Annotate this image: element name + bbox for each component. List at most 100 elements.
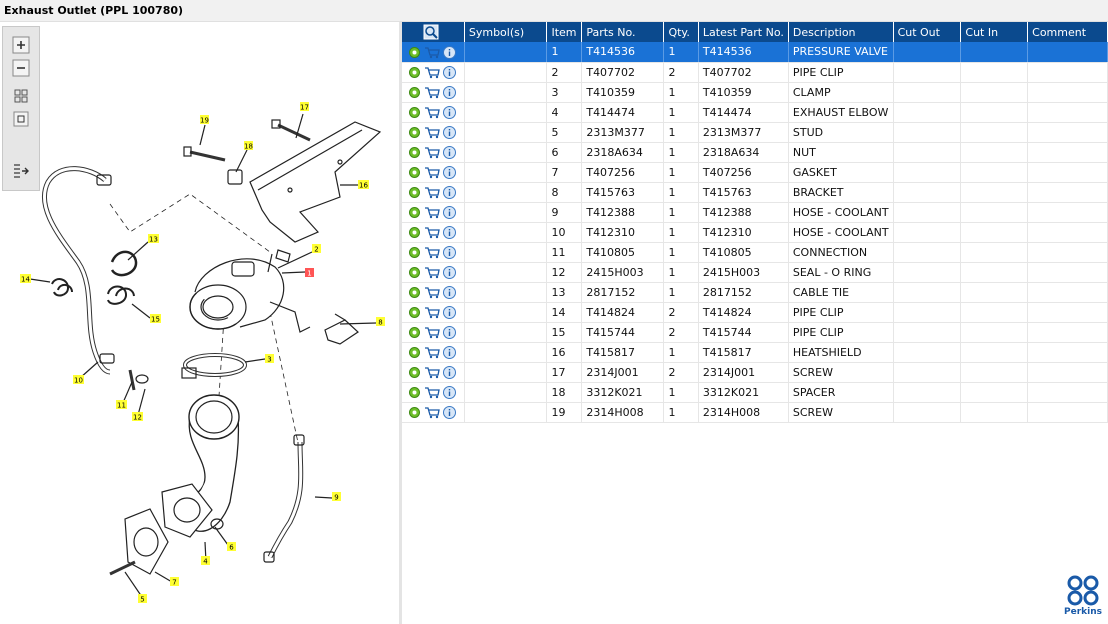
add-to-cart-icon[interactable]	[424, 266, 440, 279]
info-icon[interactable]	[443, 85, 456, 99]
info-icon[interactable]	[443, 125, 456, 139]
magnifier-icon[interactable]	[423, 24, 439, 40]
actual-size-icon[interactable]	[12, 110, 30, 128]
settings-gear-icon[interactable]	[408, 146, 421, 159]
info-icon[interactable]	[443, 405, 456, 419]
exploded-diagram[interactable]: 17 19 18 16 2 1 13 14 15 8 3 10 11 12 9 …	[0, 22, 399, 624]
add-to-cart-icon[interactable]	[424, 306, 440, 319]
info-icon[interactable]	[443, 245, 456, 259]
toggle-list-icon[interactable]	[12, 162, 30, 180]
info-icon[interactable]	[443, 385, 456, 399]
settings-gear-icon[interactable]	[408, 206, 421, 219]
info-icon[interactable]	[443, 105, 456, 119]
add-to-cart-icon[interactable]	[424, 286, 440, 299]
column-header-latest-part-no[interactable]: Latest Part No.	[698, 22, 789, 42]
info-icon[interactable]	[443, 285, 456, 299]
info-icon[interactable]	[443, 325, 456, 339]
info-icon[interactable]	[443, 185, 456, 199]
add-to-cart-icon[interactable]	[424, 106, 440, 119]
column-header-parts-no[interactable]: Parts No.	[581, 22, 665, 42]
info-icon[interactable]	[443, 205, 456, 219]
settings-gear-icon[interactable]	[408, 346, 421, 359]
info-icon[interactable]	[443, 305, 456, 319]
settings-gear-icon[interactable]	[408, 366, 421, 379]
info-icon[interactable]	[443, 345, 456, 359]
settings-gear-icon[interactable]	[408, 386, 421, 399]
add-to-cart-icon[interactable]	[424, 226, 440, 239]
add-to-cart-icon[interactable]	[424, 346, 440, 359]
settings-gear-icon[interactable]	[408, 286, 421, 299]
column-header-cut-out[interactable]: Cut Out	[893, 22, 962, 42]
settings-gear-icon[interactable]	[408, 266, 421, 279]
add-to-cart-icon[interactable]	[424, 66, 440, 79]
settings-gear-icon[interactable]	[408, 306, 421, 319]
info-icon[interactable]	[443, 45, 456, 59]
settings-gear-icon[interactable]	[408, 246, 421, 259]
settings-gear-icon[interactable]	[408, 166, 421, 179]
add-to-cart-icon[interactable]	[424, 246, 440, 259]
add-to-cart-icon[interactable]	[424, 366, 440, 379]
add-to-cart-icon[interactable]	[424, 406, 440, 419]
info-icon[interactable]	[443, 165, 456, 179]
cell-comment	[1027, 62, 1108, 83]
cell-parts-no: T407702	[581, 62, 665, 83]
settings-gear-icon[interactable]	[408, 106, 421, 119]
add-to-cart-icon[interactable]	[424, 326, 440, 339]
info-icon[interactable]	[443, 65, 456, 79]
add-to-cart-icon[interactable]	[424, 166, 440, 179]
cell-cut-out	[893, 42, 962, 63]
settings-gear-icon[interactable]	[408, 226, 421, 239]
add-to-cart-icon[interactable]	[424, 86, 440, 99]
zoom-in-icon[interactable]	[12, 36, 30, 54]
settings-gear-icon[interactable]	[408, 126, 421, 139]
info-icon[interactable]	[443, 145, 456, 159]
column-header-comment[interactable]: Comment	[1027, 22, 1108, 42]
fit-window-icon[interactable]	[12, 87, 30, 105]
cell-item: 6	[546, 142, 583, 163]
add-to-cart-icon[interactable]	[424, 386, 440, 399]
info-icon[interactable]	[443, 265, 456, 279]
add-to-cart-icon[interactable]	[424, 146, 440, 159]
info-icon[interactable]	[443, 225, 456, 239]
settings-gear-icon[interactable]	[408, 406, 421, 419]
column-header-cut-in[interactable]: Cut In	[960, 22, 1029, 42]
add-to-cart-icon[interactable]	[424, 126, 440, 139]
exploded-diagram-pane[interactable]: 17 19 18 16 2 1 13 14 15 8 3 10 11 12 9 …	[0, 22, 399, 624]
add-to-cart-icon[interactable]	[424, 206, 440, 219]
cell-comment	[1027, 182, 1108, 203]
settings-gear-icon[interactable]	[408, 86, 421, 99]
column-header-item[interactable]: Item	[546, 22, 583, 42]
settings-gear-icon[interactable]	[408, 66, 421, 79]
settings-gear-icon[interactable]	[408, 326, 421, 339]
pane-splitter[interactable]	[399, 22, 402, 624]
column-header-qty[interactable]: Qty.	[663, 22, 699, 42]
add-to-cart-icon[interactable]	[424, 46, 440, 59]
settings-gear-icon[interactable]	[408, 186, 421, 199]
zoom-out-icon[interactable]	[12, 59, 30, 77]
column-header-symbols[interactable]: Symbol(s)	[464, 22, 548, 42]
settings-gear-icon[interactable]	[408, 46, 421, 59]
column-header-icons[interactable]	[402, 22, 465, 42]
add-to-cart-icon[interactable]	[424, 186, 440, 199]
info-icon[interactable]	[443, 365, 456, 379]
column-header-description[interactable]: Description	[788, 22, 894, 42]
